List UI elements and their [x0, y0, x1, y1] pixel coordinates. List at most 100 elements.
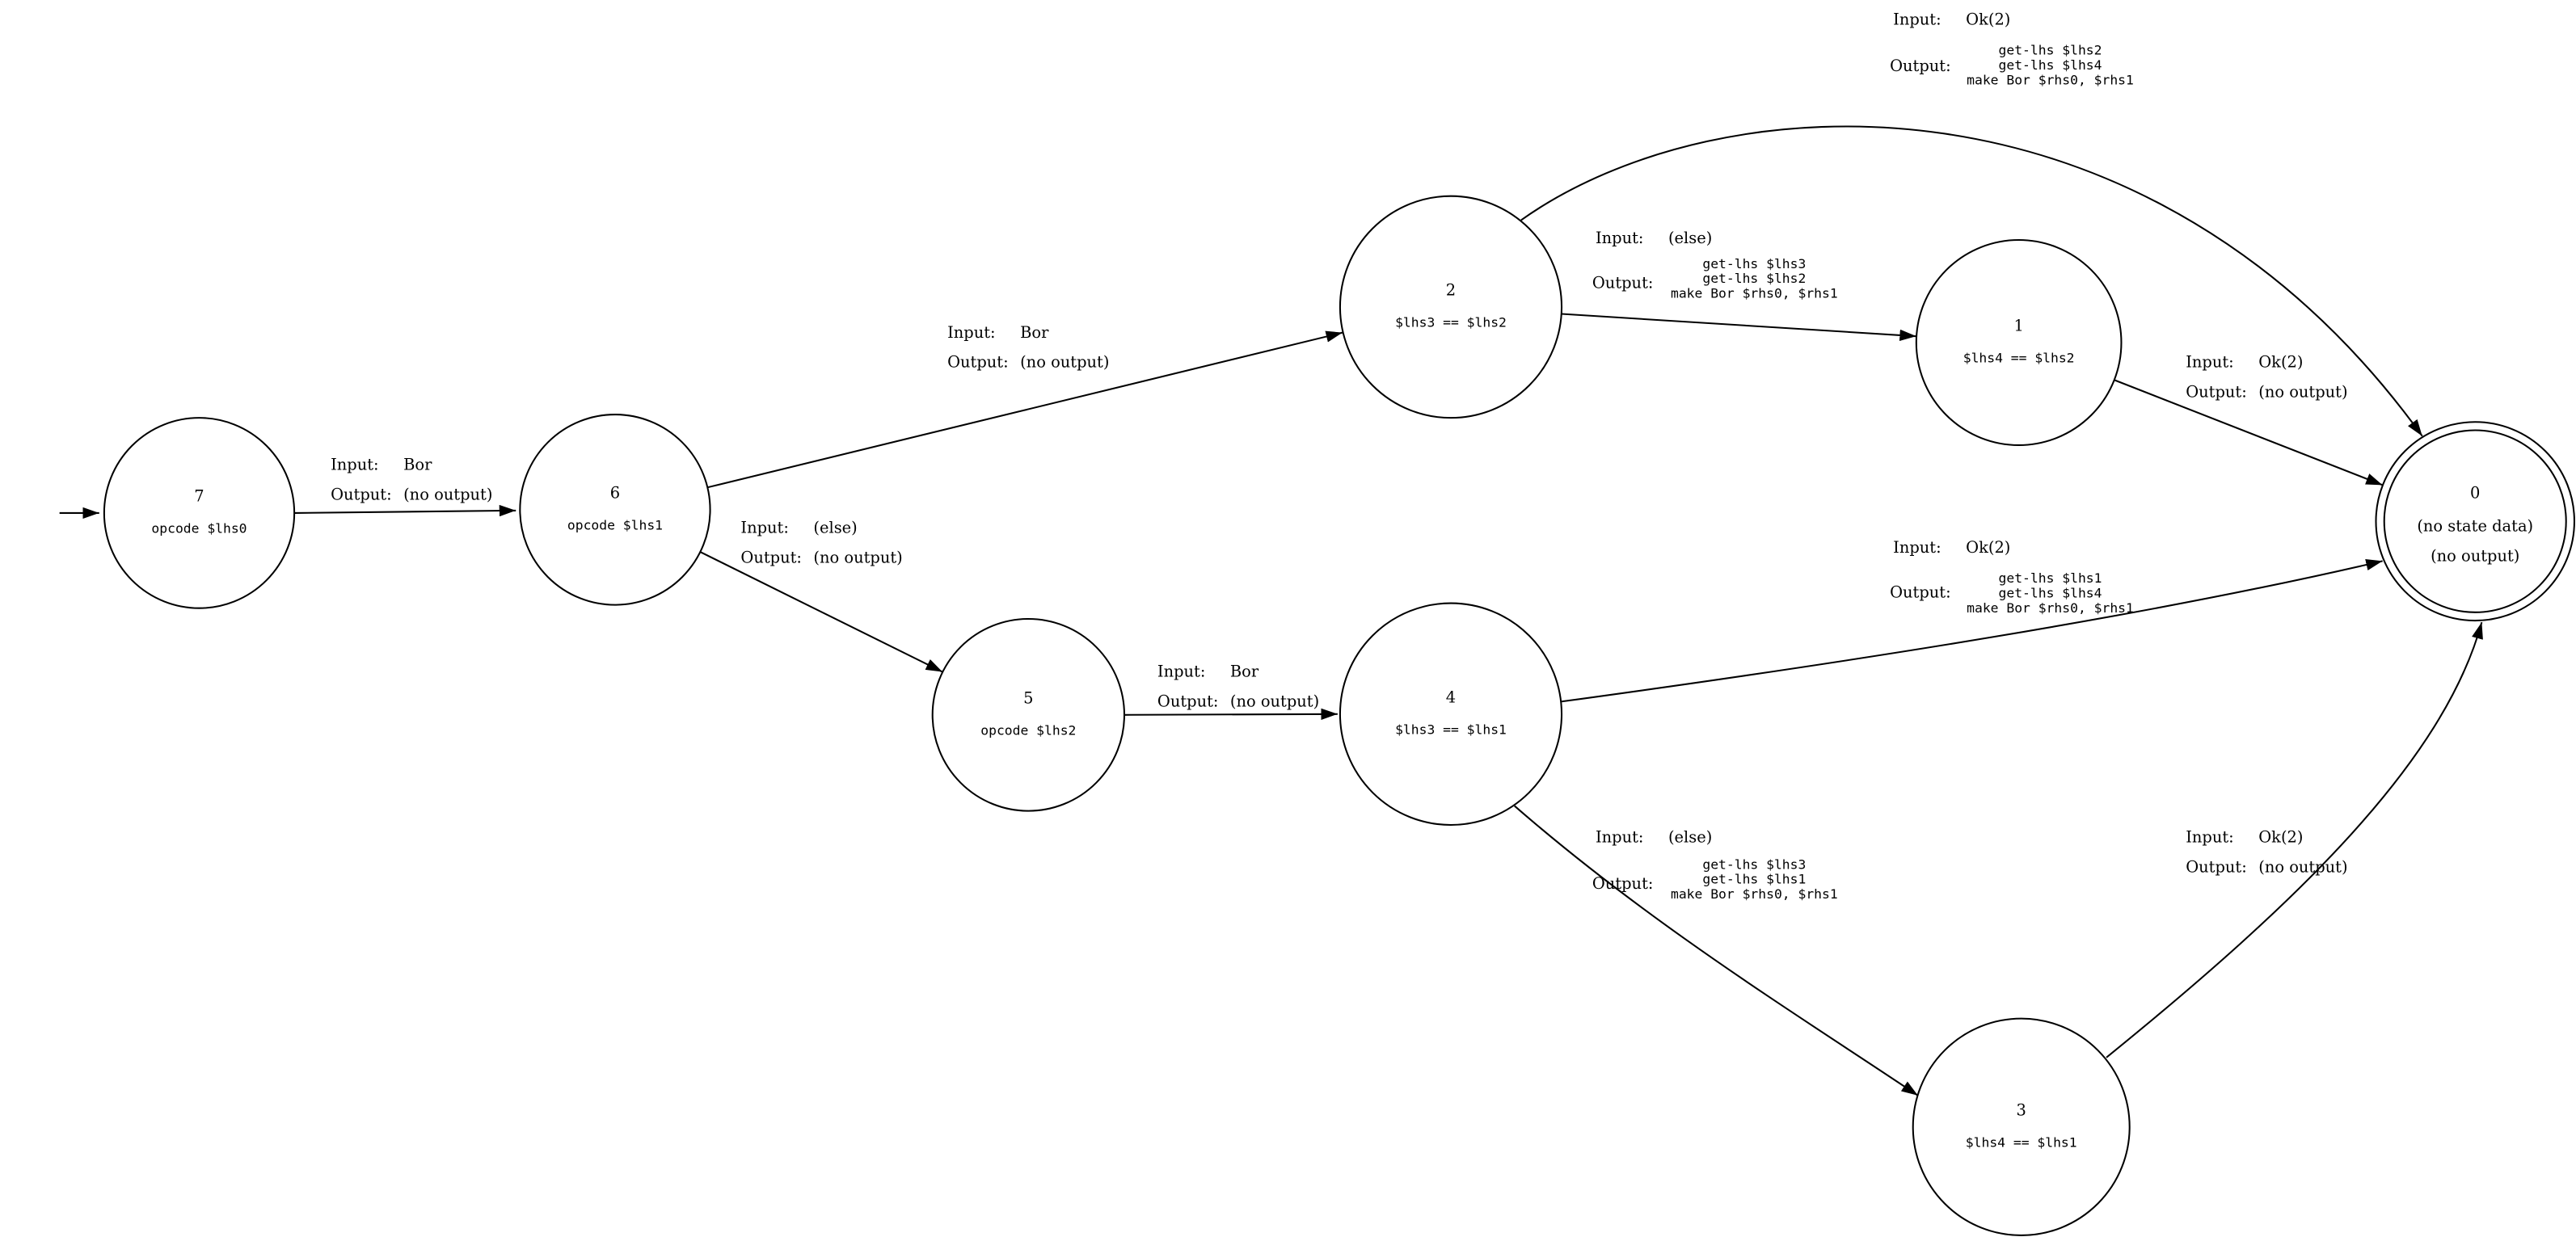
- output-value: (no output): [2258, 857, 2347, 876]
- edge-2-to-1: [1561, 313, 1916, 342]
- edge-3-to-0: [2106, 621, 2483, 1058]
- input-key: Input:: [2186, 828, 2233, 847]
- edge-4-to-0: [1560, 559, 2383, 703]
- output-key: Output:: [947, 353, 1009, 372]
- edge-labels-layer: Input: Bor Output: (no output) Input: Bo…: [331, 11, 2347, 902]
- edge-2-0-label: Input: Ok(2) Output: get-lhs $lhs2 get-l…: [1890, 11, 2134, 88]
- state-label-line2: (no output): [2431, 546, 2519, 565]
- output-key: Output:: [1890, 583, 1951, 601]
- state-circle: [1339, 195, 1563, 419]
- input-value: Ok(2): [1966, 11, 2010, 29]
- input-key: Input:: [2186, 353, 2233, 372]
- edge-4-to-3: [1514, 805, 1919, 1096]
- state-node-4: 4 $lhs3 == $lhs1: [1339, 602, 1563, 827]
- edge-4-0-label: Input: Ok(2) Output: get-lhs $lhs1 get-l…: [1890, 538, 2134, 616]
- input-value: Ok(2): [2258, 353, 2303, 372]
- state-node-5: 5 opcode $lhs2: [931, 617, 1126, 812]
- state-node-3: 3 $lhs4 == $lhs1: [1912, 1017, 2131, 1236]
- output-line: get-lhs $lhs4: [1999, 585, 2102, 600]
- output-line: make Bor $rhs0, $rhs1: [1671, 286, 1838, 301]
- output-line: get-lhs $lhs3: [1702, 256, 1806, 271]
- input-key: Input:: [740, 518, 788, 536]
- input-key: Input:: [1157, 663, 1205, 681]
- edge-3-0-label: Input: Ok(2) Output: (no output): [2186, 828, 2347, 877]
- output-key: Output:: [1592, 273, 1654, 292]
- state-id: 7: [194, 487, 204, 506]
- state-id: 0: [2470, 483, 2480, 502]
- edge-1-to-0: [2114, 379, 2384, 486]
- state-id: 3: [2017, 1100, 2026, 1119]
- output-line: get-lhs $lhs2: [1999, 43, 2102, 58]
- edge-5-4-label: Input: Bor Output: (no output): [1157, 663, 1319, 711]
- state-circle: [103, 417, 296, 609]
- state-node-0-accepting: 0 (no state data) (no output): [2375, 421, 2575, 622]
- state-node-6: 6 opcode $lhs1: [519, 414, 711, 606]
- state-node-2: 2 $lhs3 == $lhs2: [1339, 195, 1563, 419]
- input-value: Bor: [403, 456, 432, 474]
- state-circle: [931, 617, 1126, 812]
- input-key: Input:: [947, 323, 995, 342]
- state-label: $lhs4 == $lhs2: [1963, 351, 2075, 366]
- input-value: Ok(2): [1966, 538, 2010, 557]
- edge-5-to-4: [1124, 708, 1338, 721]
- state-label: $lhs3 == $lhs2: [1395, 315, 1507, 330]
- output-value: (no output): [813, 548, 902, 566]
- output-value: (no output): [1230, 692, 1319, 711]
- edge-6-to-2: [707, 330, 1343, 489]
- input-value: Bor: [1020, 323, 1049, 342]
- edge-6-2-label: Input: Bor Output: (no output): [947, 323, 1109, 372]
- state-label: opcode $lhs1: [567, 517, 663, 532]
- state-circle: [1912, 1017, 2131, 1236]
- edge-7-to-6: [294, 504, 516, 517]
- input-value: (else): [1668, 229, 1712, 247]
- state-label-line1: (no state data): [2417, 516, 2533, 535]
- edges-layer: [59, 125, 2483, 1096]
- edge-4-3-label: Input: (else) Output: get-lhs $lhs3 get-…: [1592, 828, 1838, 903]
- state-circle: [1915, 238, 2123, 446]
- output-key: Output:: [2186, 857, 2247, 876]
- output-key: Output:: [1890, 57, 1951, 75]
- state-id: 6: [610, 483, 620, 502]
- output-line: get-lhs $lhs3: [1702, 856, 1806, 872]
- state-id: 5: [1023, 688, 1033, 707]
- output-key: Output:: [331, 486, 392, 504]
- input-key: Input:: [1893, 11, 1941, 29]
- input-value: (else): [813, 518, 857, 536]
- input-key: Input:: [1596, 229, 1643, 247]
- output-value: (no output): [1020, 353, 1109, 372]
- input-key: Input:: [331, 456, 378, 474]
- output-line: get-lhs $lhs1: [1999, 570, 2102, 586]
- input-key: Input:: [1893, 538, 1941, 557]
- nodes-layer: 7 opcode $lhs0 6 opcode $lhs1 5 opcode $…: [103, 195, 2575, 1236]
- state-label: opcode $lhs2: [980, 722, 1076, 738]
- input-value: (else): [1668, 828, 1712, 847]
- output-line: get-lhs $lhs4: [1999, 57, 2102, 73]
- output-key: Output:: [2186, 383, 2247, 402]
- edge-2-to-0: [1520, 125, 2423, 437]
- state-circle: [519, 414, 711, 606]
- state-label: $lhs4 == $lhs1: [1966, 1134, 2077, 1150]
- state-node-7: 7 opcode $lhs0: [103, 417, 296, 609]
- output-value: (no output): [403, 486, 492, 504]
- output-line: get-lhs $lhs2: [1702, 271, 1806, 286]
- output-line: make Bor $rhs0, $rhs1: [1967, 72, 2134, 87]
- state-circle-inner: [2383, 429, 2567, 613]
- state-id: 4: [1446, 688, 1456, 706]
- edge-7-6-label: Input: Bor Output: (no output): [331, 456, 492, 504]
- state-label: opcode $lhs0: [151, 520, 247, 536]
- state-id: 1: [2013, 317, 2023, 335]
- state-id: 2: [1446, 281, 1456, 300]
- output-key: Output:: [1157, 692, 1219, 711]
- edge-6-to-5: [699, 551, 943, 673]
- state-circle: [1339, 602, 1563, 827]
- output-key: Output:: [1592, 874, 1654, 893]
- state-node-1: 1 $lhs4 == $lhs2: [1915, 238, 2123, 446]
- edge-6-5-label: Input: (else) Output: (no output): [740, 518, 902, 566]
- edge-2-1-label: Input: (else) Output: get-lhs $lhs3 get-…: [1592, 229, 1838, 301]
- state-label: $lhs3 == $lhs1: [1395, 722, 1507, 737]
- input-key: Input:: [1596, 828, 1643, 847]
- output-key: Output:: [740, 548, 802, 566]
- output-line: make Bor $rhs0, $rhs1: [1967, 600, 2134, 616]
